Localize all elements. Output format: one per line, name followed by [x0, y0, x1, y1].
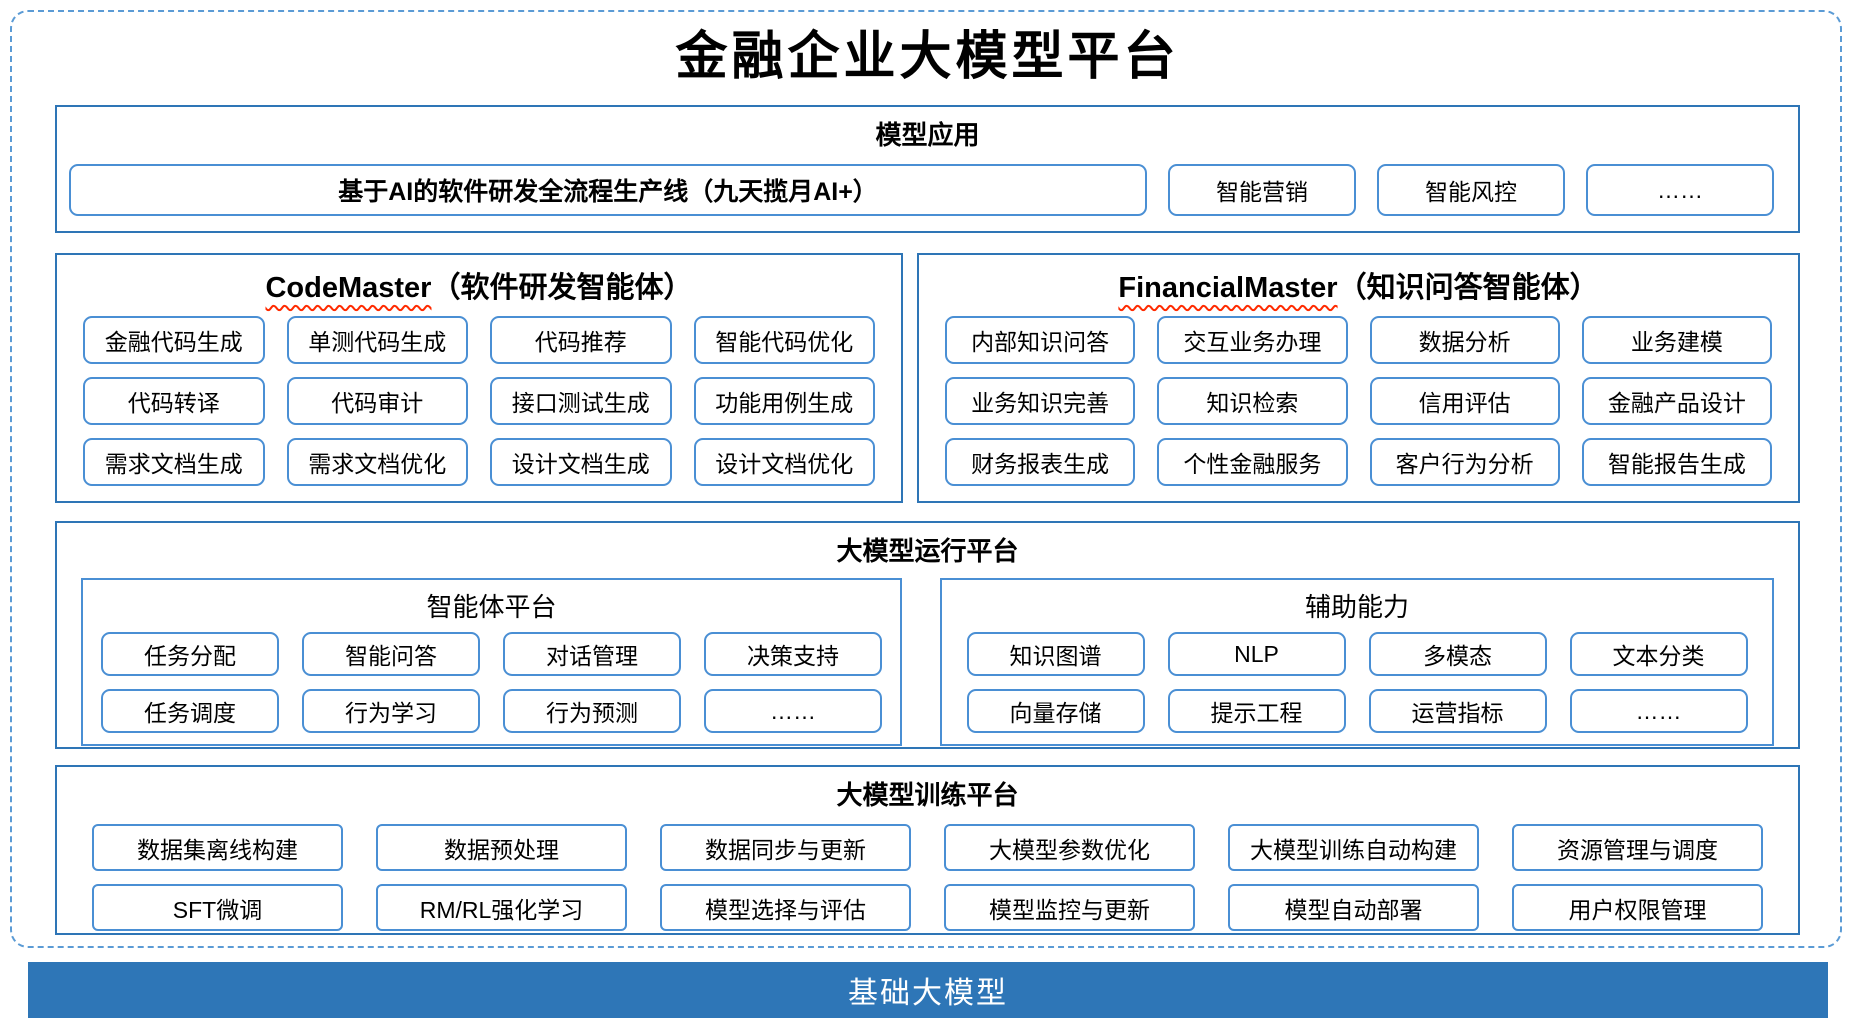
- agent-platform-box: 行为学习: [302, 689, 481, 734]
- financialmaster-subtitle: （知识问答智能体）: [1337, 272, 1599, 305]
- page-title: 金融企业大模型平台: [675, 26, 1180, 87]
- section-training-platform: 大模型训练平台 数据集离线构建 数据预处理 数据同步与更新 大模型参数优化 大模…: [55, 765, 1800, 936]
- aux-capability-box: 运营指标: [1368, 689, 1547, 734]
- training-box: 数据集离线构建: [92, 824, 343, 872]
- app-box-marketing: 智能营销: [1168, 164, 1356, 217]
- codemaster-box: 单测代码生成: [286, 316, 468, 365]
- training-box: 模型自动部署: [1228, 884, 1479, 932]
- aux-capability-box: 知识图谱: [966, 632, 1145, 677]
- financialmaster-grid: 内部知识问答 交互业务办理 数据分析 业务建模 业务知识完善 知识检索 信用评估…: [919, 306, 1798, 500]
- agent-platform-box: 决策支持: [704, 632, 883, 677]
- codemaster-box: 设计文档优化: [693, 438, 875, 487]
- aux-capability-box: ……: [1569, 689, 1748, 734]
- app-box-risk-control: 智能风控: [1377, 164, 1565, 217]
- training-box: 数据预处理: [376, 824, 627, 872]
- agent-platform-box: 对话管理: [503, 632, 682, 677]
- codemaster-box: 需求文档优化: [286, 438, 468, 487]
- training-box: SFT微调: [92, 884, 343, 932]
- financialmaster-box: 智能报告生成: [1581, 438, 1772, 487]
- codemaster-name: CodeMaster: [265, 272, 432, 305]
- codemaster-box: 需求文档生成: [83, 438, 265, 487]
- foundation-model-bar: 基础大模型: [28, 962, 1828, 1018]
- financialmaster-box: 交互业务办理: [1157, 316, 1348, 365]
- financialmaster-box: 业务建模: [1581, 316, 1772, 365]
- codemaster-box: 接口测试生成: [490, 377, 672, 426]
- panel-agent-platform: 智能体平台 任务分配 智能问答 对话管理 决策支持 任务调度 行为学习 行为预测…: [81, 578, 903, 747]
- aux-capability-box: 提示工程: [1167, 689, 1346, 734]
- financialmaster-box: 金融产品设计: [1581, 377, 1772, 426]
- financialmaster-box: 数据分析: [1369, 316, 1560, 365]
- financialmaster-box: 信用评估: [1369, 377, 1560, 426]
- agent-platform-box: 行为预测: [503, 689, 682, 734]
- training-box: 大模型参数优化: [944, 824, 1195, 872]
- app-box-ai-pipeline: 基于AI的软件研发全流程生产线（九天揽月AI+）: [69, 164, 1147, 217]
- aux-capability-box: 多模态: [1368, 632, 1547, 677]
- financialmaster-box: 业务知识完善: [945, 377, 1136, 426]
- training-box: RM/RL强化学习: [376, 884, 627, 932]
- training-box: 模型监控与更新: [944, 884, 1195, 932]
- training-box: 用户权限管理: [1512, 884, 1763, 932]
- training-box: 资源管理与调度: [1512, 824, 1763, 872]
- agent-platform-box: 智能问答: [302, 632, 481, 677]
- codemaster-box: 功能用例生成: [693, 377, 875, 426]
- agent-platform-box: ……: [704, 689, 883, 734]
- aux-capabilities-grid: 知识图谱 NLP 多模态 文本分类 向量存储 提示工程 运营指标 ……: [942, 624, 1772, 734]
- panel-financialmaster: FinancialMaster（知识问答智能体） 内部知识问答 交互业务办理 数…: [917, 253, 1800, 504]
- codemaster-subtitle: （软件研发智能体）: [431, 272, 693, 305]
- training-box: 数据同步与更新: [660, 824, 911, 872]
- financialmaster-box: 内部知识问答: [945, 316, 1136, 365]
- training-platform-grid: 数据集离线构建 数据预处理 数据同步与更新 大模型参数优化 大模型训练自动构建 …: [57, 812, 1798, 945]
- section-runtime-platform: 大模型运行平台 智能体平台 任务分配 智能问答 对话管理 决策支持 任务调度 行…: [55, 521, 1800, 750]
- panel-aux-capabilities: 辅助能力 知识图谱 NLP 多模态 文本分类 向量存储 提示工程 运营指标 ……: [940, 578, 1774, 747]
- model-applications-header: 模型应用: [875, 120, 980, 151]
- financialmaster-box: 客户行为分析: [1369, 438, 1560, 487]
- panel-codemaster: CodeMaster（软件研发智能体） 金融代码生成 单测代码生成 代码推荐 智…: [55, 253, 903, 504]
- agent-platform-box: 任务分配: [101, 632, 280, 677]
- runtime-panels: 智能体平台 任务分配 智能问答 对话管理 决策支持 任务调度 行为学习 行为预测…: [57, 568, 1798, 747]
- codemaster-box: 金融代码生成: [83, 316, 265, 365]
- aux-capability-box: 文本分类: [1569, 632, 1748, 677]
- financialmaster-box: 个性金融服务: [1157, 438, 1348, 487]
- financialmaster-header: FinancialMaster（知识问答智能体）: [919, 255, 1798, 306]
- model-applications-row: 基于AI的软件研发全流程生产线（九天揽月AI+） 智能营销 智能风控 ……: [57, 152, 1798, 217]
- agent-platform-grid: 任务分配 智能问答 对话管理 决策支持 任务调度 行为学习 行为预测 ……: [83, 624, 900, 734]
- financialmaster-name: FinancialMaster: [1118, 272, 1338, 305]
- codemaster-box: 智能代码优化: [693, 316, 875, 365]
- codemaster-grid: 金融代码生成 单测代码生成 代码推荐 智能代码优化 代码转译 代码审计 接口测试…: [57, 306, 901, 500]
- training-box: 模型选择与评估: [660, 884, 911, 932]
- training-box: 大模型训练自动构建: [1228, 824, 1479, 872]
- financialmaster-box: 财务报表生成: [945, 438, 1136, 487]
- section-model-applications: 模型应用 基于AI的软件研发全流程生产线（九天揽月AI+） 智能营销 智能风控 …: [55, 105, 1800, 234]
- agent-platform-header: 智能体平台: [426, 592, 557, 623]
- codemaster-box: 设计文档生成: [490, 438, 672, 487]
- app-box-ellipsis: ……: [1586, 164, 1774, 217]
- agents-row: CodeMaster（软件研发智能体） 金融代码生成 单测代码生成 代码推荐 智…: [55, 253, 1800, 504]
- codemaster-header: CodeMaster（软件研发智能体）: [57, 255, 901, 306]
- aux-capabilities-header: 辅助能力: [1305, 592, 1410, 623]
- codemaster-box: 代码转译: [83, 377, 265, 426]
- codemaster-box: 代码推荐: [490, 316, 672, 365]
- aux-capability-box: NLP: [1167, 632, 1346, 677]
- codemaster-box: 代码审计: [286, 377, 468, 426]
- runtime-platform-header: 大模型运行平台: [836, 536, 1019, 567]
- aux-capability-box: 向量存储: [966, 689, 1145, 734]
- financialmaster-box: 知识检索: [1157, 377, 1348, 426]
- training-platform-header: 大模型训练平台: [836, 780, 1019, 811]
- agent-platform-box: 任务调度: [101, 689, 280, 734]
